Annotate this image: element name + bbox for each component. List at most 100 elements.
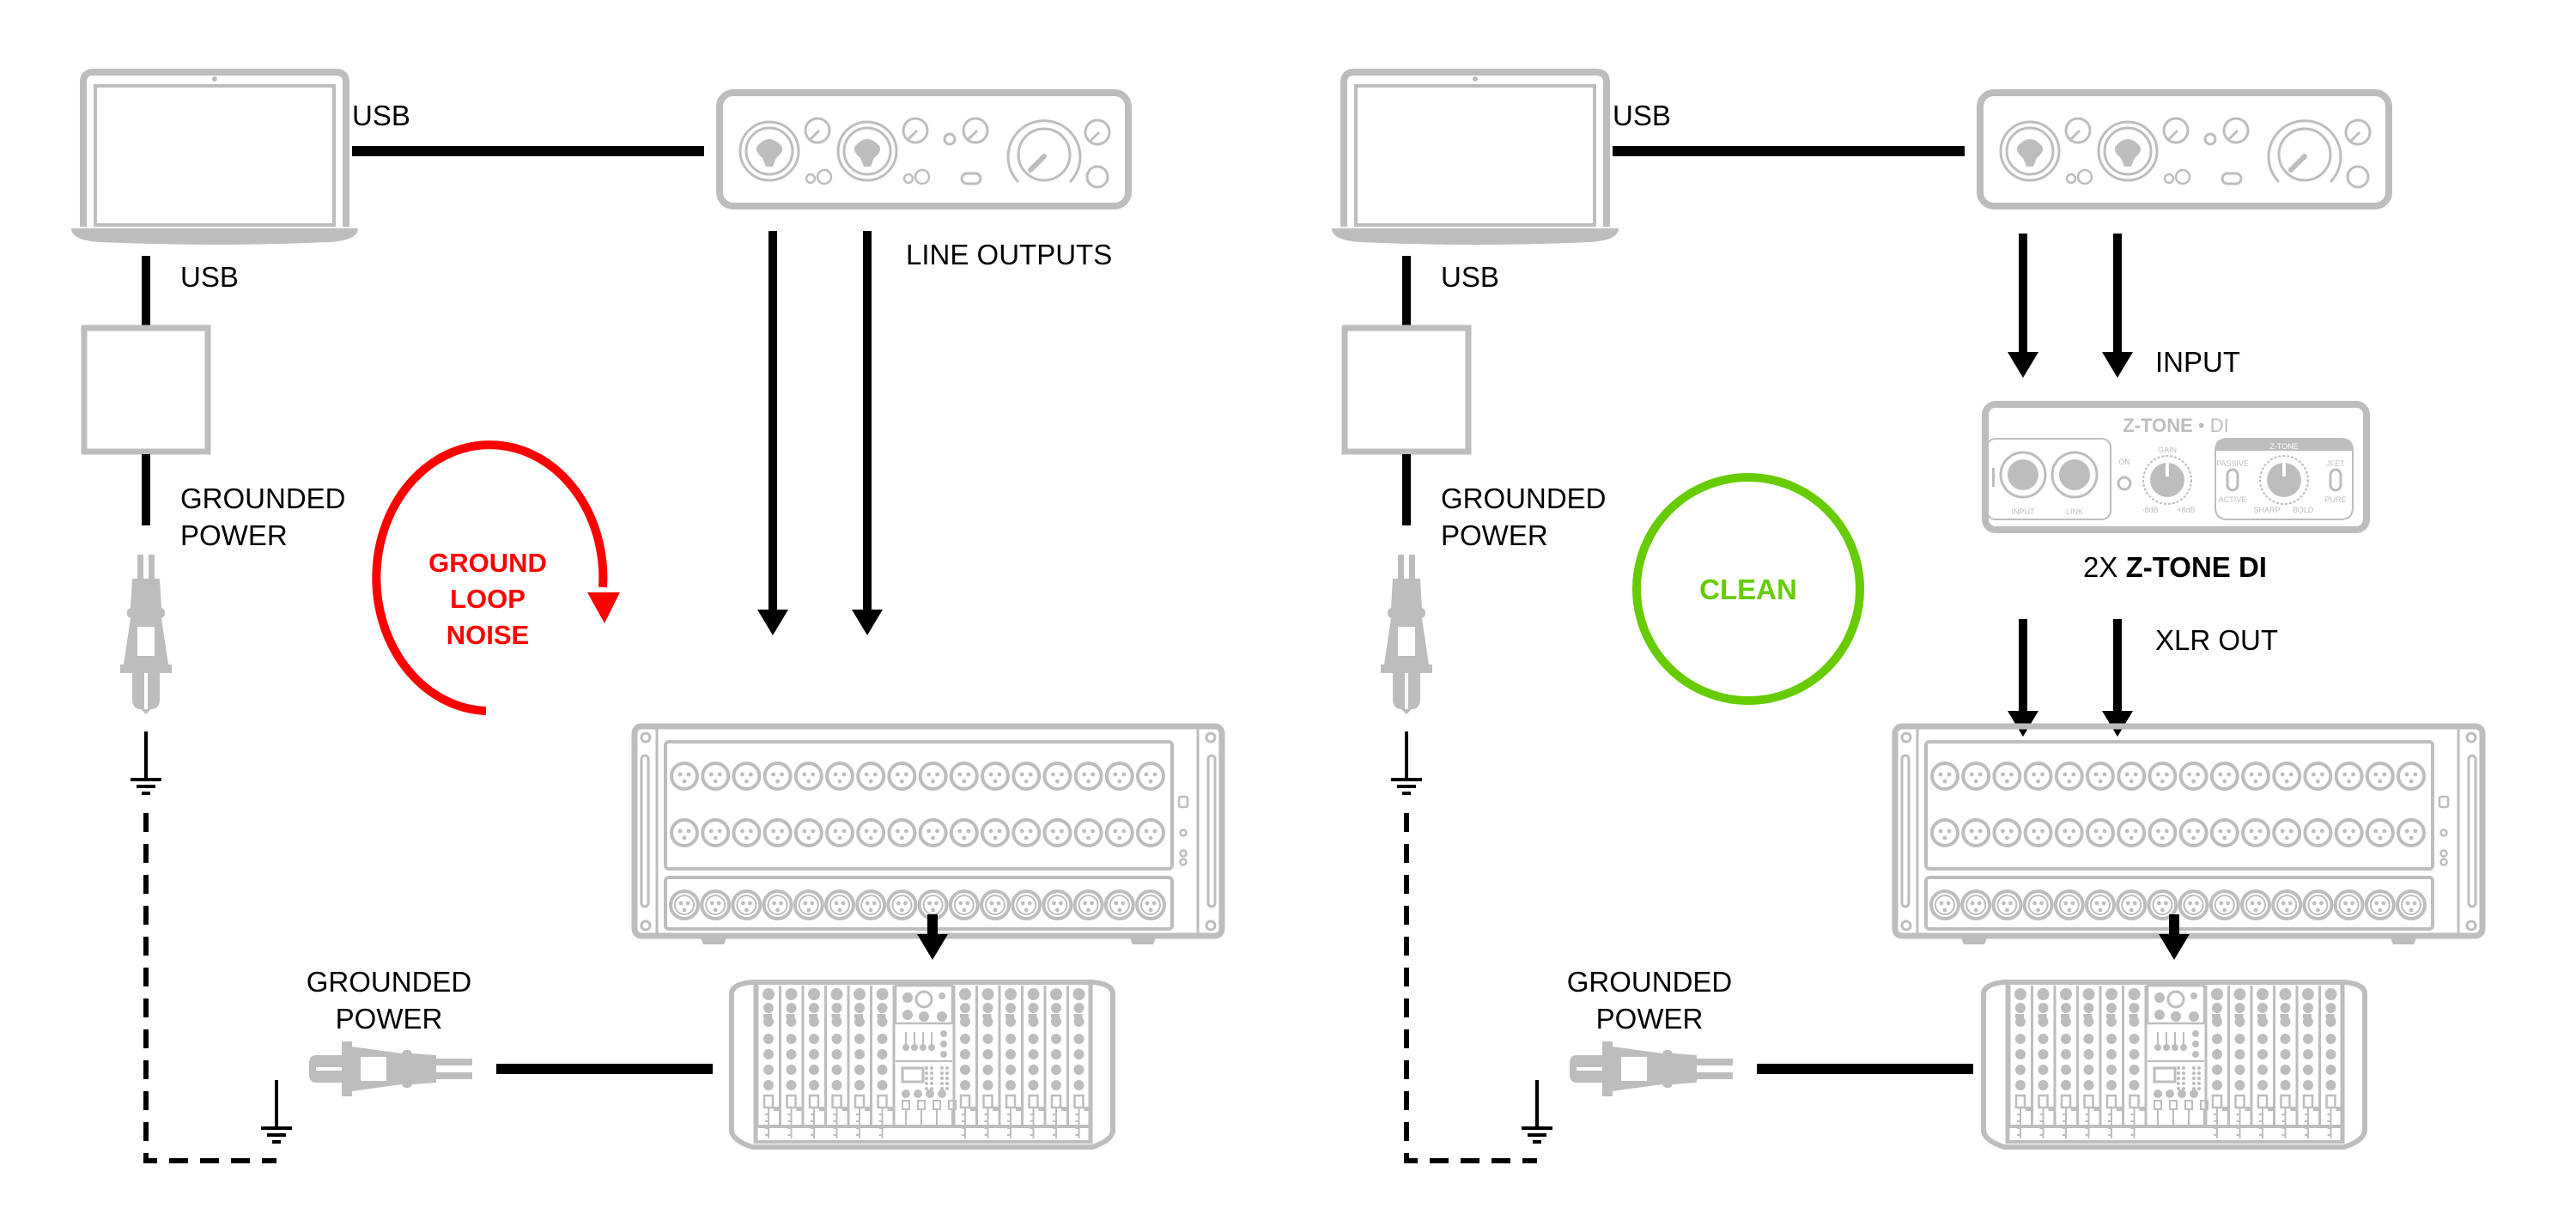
channel-strip xyxy=(2255,986,2276,1144)
power-adapter-icon xyxy=(84,328,208,452)
xlr-input-jack xyxy=(2054,818,2084,847)
xlr-input-jack xyxy=(918,762,948,791)
xlr-input-jack xyxy=(670,818,699,847)
arrow-down-icon xyxy=(2102,352,2133,378)
mixer-power-label-line1: GROUNDED xyxy=(1567,966,1733,998)
ground-symbol-icon xyxy=(1520,1078,1554,1144)
xlr-input-jack xyxy=(981,762,1010,791)
xlr-input-jack xyxy=(2054,762,2084,791)
xlr-input-jack xyxy=(887,762,917,791)
xlr-input-jack xyxy=(2272,818,2302,847)
ground-loop-arc xyxy=(372,440,608,715)
power-plug-icon xyxy=(1570,1041,1733,1096)
xlr-input-jack xyxy=(2241,762,2270,791)
xlr-output-jack xyxy=(2302,889,2334,920)
xlr-input-jack xyxy=(1930,818,1959,847)
di-caption: 2X Z-TONE DI xyxy=(2083,551,2267,583)
left-panel-ground-loop: USB USB GROUNDED POWER GROUND LOOP NOISE… xyxy=(71,72,1225,1163)
xlr-output-jack xyxy=(762,889,793,920)
channel-strip xyxy=(957,986,979,1144)
audio-interface-icon xyxy=(720,93,1128,206)
channel-strip xyxy=(2233,986,2253,1144)
channel-strip xyxy=(2081,986,2102,1144)
usb-label-side: USB xyxy=(180,261,239,293)
di-caption-bold: Z-TONE DI xyxy=(2126,551,2267,583)
xlr-input-jack xyxy=(1961,818,1991,847)
xlr-input-jack xyxy=(1961,762,1991,791)
xlr-input-jack xyxy=(2303,762,2333,791)
xlr-input-jack xyxy=(1073,762,1103,791)
channel-strip xyxy=(2036,986,2057,1144)
clean-circle xyxy=(1632,473,1864,705)
xlr-output-jack xyxy=(2240,889,2271,920)
xlr-input-jack xyxy=(701,818,731,847)
channel-strip xyxy=(852,986,873,1144)
adapter-power-label-line2: POWER xyxy=(180,519,288,551)
xlr-input-jack xyxy=(2272,762,2302,791)
channel-strip xyxy=(981,986,1001,1144)
di-jfet-label: JFET xyxy=(2326,459,2345,468)
di-gain-max-label: +8dB xyxy=(2177,506,2195,514)
mixer-icon xyxy=(729,980,1115,1150)
xlr-output-jack xyxy=(2396,889,2427,920)
laptop-icon xyxy=(1332,72,1619,245)
power-plug-icon xyxy=(120,555,172,714)
xlr-input-jack xyxy=(1136,818,1165,847)
xlr-output-jack xyxy=(793,889,824,920)
ground-symbol-icon xyxy=(259,1078,294,1144)
channel-strip xyxy=(2058,986,2080,1144)
xlr-output-jack xyxy=(2053,889,2085,920)
di-pure-label: PURE xyxy=(2324,495,2346,504)
channel-strip xyxy=(806,986,828,1144)
xlr-input-jack xyxy=(2086,762,2115,791)
usb-label-top: USB xyxy=(1613,100,1671,131)
channel-strip xyxy=(829,986,850,1144)
stagebox-icon xyxy=(1892,723,2486,944)
xlr-input-jack xyxy=(856,762,886,791)
xlr-output-jack xyxy=(731,889,762,920)
arrow-down-icon xyxy=(2008,352,2038,378)
xlr-output-jack xyxy=(1011,889,1042,920)
di-caption-prefix: 2X xyxy=(2083,551,2126,583)
channel-strip xyxy=(2104,986,2125,1144)
xlr-output-jack xyxy=(2271,889,2303,920)
di-passive-label: PASSIVE xyxy=(2216,459,2249,468)
ground-loop-text-line3: NOISE xyxy=(447,620,529,650)
right-panel-clean: USB USB GROUNDED POWER CLEAN INPUT Z-TON… xyxy=(1332,72,2486,1163)
channel-strip xyxy=(875,986,896,1144)
di-gain-label: GAIN xyxy=(2158,446,2177,454)
laptop-icon xyxy=(71,72,358,245)
channel-strip xyxy=(2209,986,2231,1144)
xlr-input-jack xyxy=(2178,762,2208,791)
ground-loop-arrowhead-icon xyxy=(587,592,620,623)
arrow-down-icon xyxy=(757,610,788,635)
xlr-input-jack xyxy=(1930,762,1959,791)
ground-loop-text-line2: LOOP xyxy=(450,584,526,614)
ground-symbol-icon xyxy=(1389,730,1424,795)
xlr-output-jack xyxy=(1042,889,1073,920)
xlr-input-jack xyxy=(825,818,854,847)
xlr-input-jack xyxy=(981,818,1010,847)
channel-strip xyxy=(1072,986,1092,1144)
xlr-input-jack xyxy=(2334,762,2364,791)
xlr-out-label: XLR OUT xyxy=(2155,624,2278,656)
mixer-power-label-line1: GROUNDED xyxy=(307,966,472,998)
xlr-input-jack xyxy=(2178,818,2208,847)
z-tone-di-icon: Z-TONE • DI INPUT LINK ON GAIN -8dB +8dB… xyxy=(1982,401,2370,533)
xlr-input-jack xyxy=(2209,762,2239,791)
xlr-input-jack xyxy=(2365,762,2395,791)
usb-label-top: USB xyxy=(352,100,410,131)
xlr-output-jack xyxy=(1991,889,2023,920)
channel-strip xyxy=(1003,986,1024,1144)
mixer-power-label-line2: POWER xyxy=(1596,1003,1704,1035)
channel-strip xyxy=(2127,986,2148,1144)
xlr-output-jack xyxy=(2085,889,2116,920)
di-on-label: ON xyxy=(2118,458,2130,466)
xlr-input-jack xyxy=(701,762,731,791)
xlr-input-jack xyxy=(1104,818,1134,847)
xlr-input-jack xyxy=(2334,818,2364,847)
xlr-input-jack xyxy=(918,818,948,847)
xlr-input-jack xyxy=(949,818,979,847)
channel-strip xyxy=(2013,986,2034,1144)
arrow-down-icon xyxy=(852,610,883,635)
